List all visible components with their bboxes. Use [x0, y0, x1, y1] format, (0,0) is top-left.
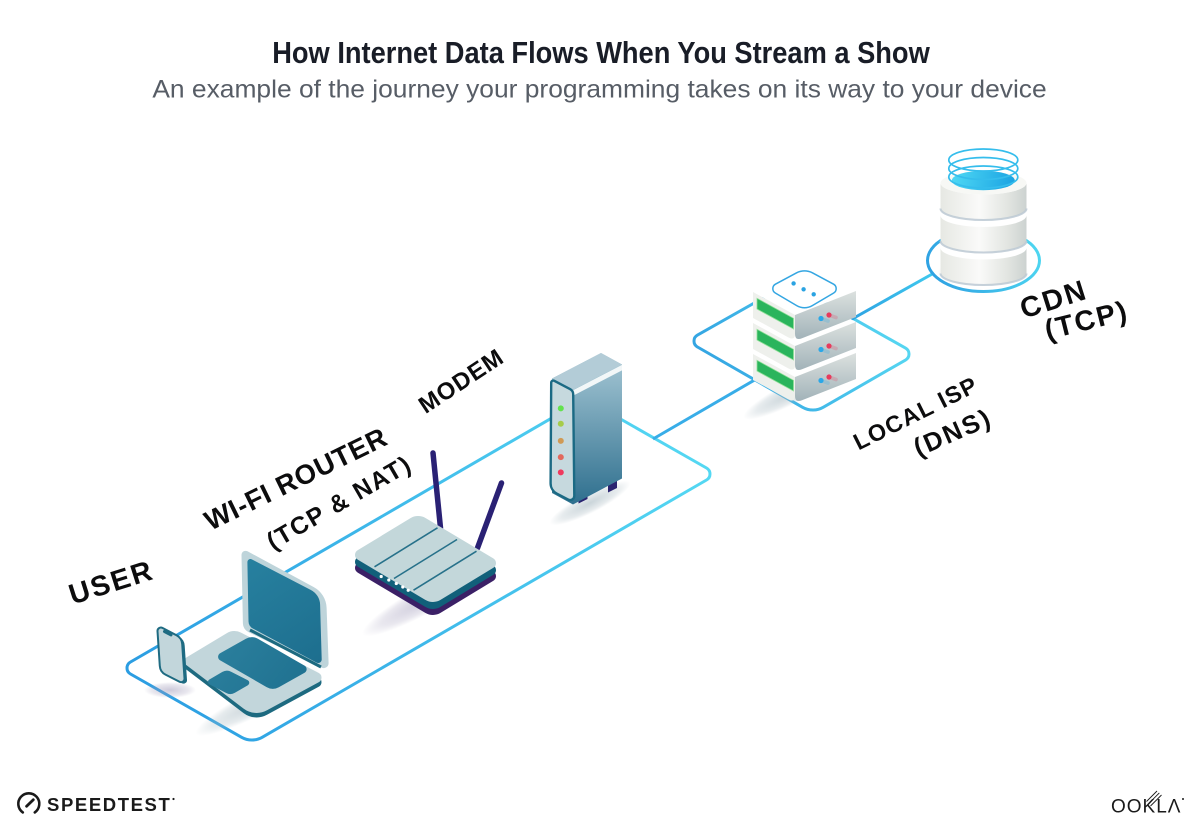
svg-text:MODEM: MODEM [414, 344, 509, 420]
svg-text:How Internet Data Flows When Y: How Internet Data Flows When You Stream … [272, 37, 930, 71]
svg-text:An example of the journey your: An example of the journey your programmi… [152, 76, 1046, 103]
svg-text:USER: USER [65, 555, 158, 612]
svg-text:OOKLΛ: OOKLΛ [1111, 797, 1182, 818]
svg-text:SPEEDTEST: SPEEDTEST [47, 794, 171, 815]
